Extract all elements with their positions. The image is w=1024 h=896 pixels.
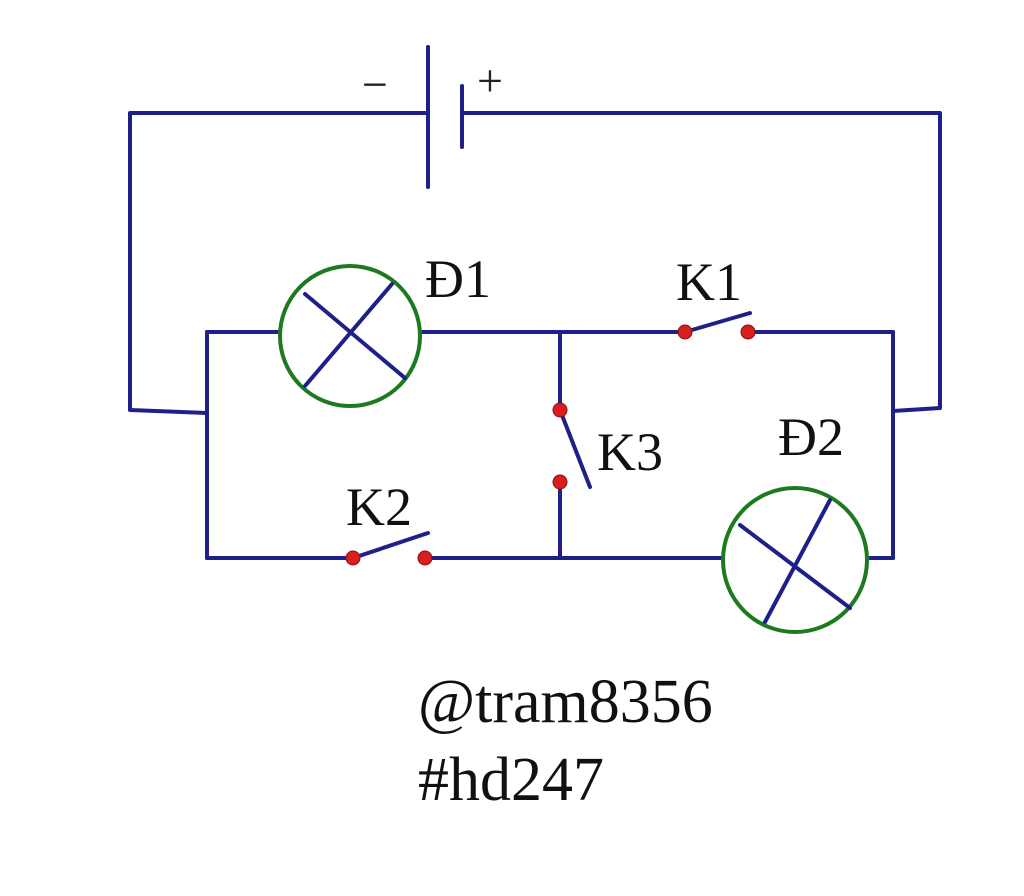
watermark-handle: @tram8356 [418, 668, 713, 736]
switch-k2-icon [345, 531, 433, 566]
switch-k2-label: K2 [346, 477, 412, 537]
switch-k1-label: K1 [676, 252, 742, 312]
lamp-d1-icon [278, 264, 422, 408]
outer-wire [128, 111, 942, 415]
switch-k1-icon [677, 311, 756, 340]
switch-k3-icon [552, 402, 592, 490]
battery-negative-sign: − [362, 59, 388, 110]
lamp-d2-label: Đ2 [778, 407, 844, 467]
lamp-d1-label: Đ1 [425, 249, 491, 309]
watermark-hashtag: #hd247 [418, 746, 604, 814]
inner-wire [205, 330, 895, 560]
lamp-d2-icon [721, 486, 869, 634]
battery-icon [426, 45, 464, 189]
battery-positive-sign: + [477, 55, 503, 106]
switch-k3-label: K3 [597, 422, 663, 482]
